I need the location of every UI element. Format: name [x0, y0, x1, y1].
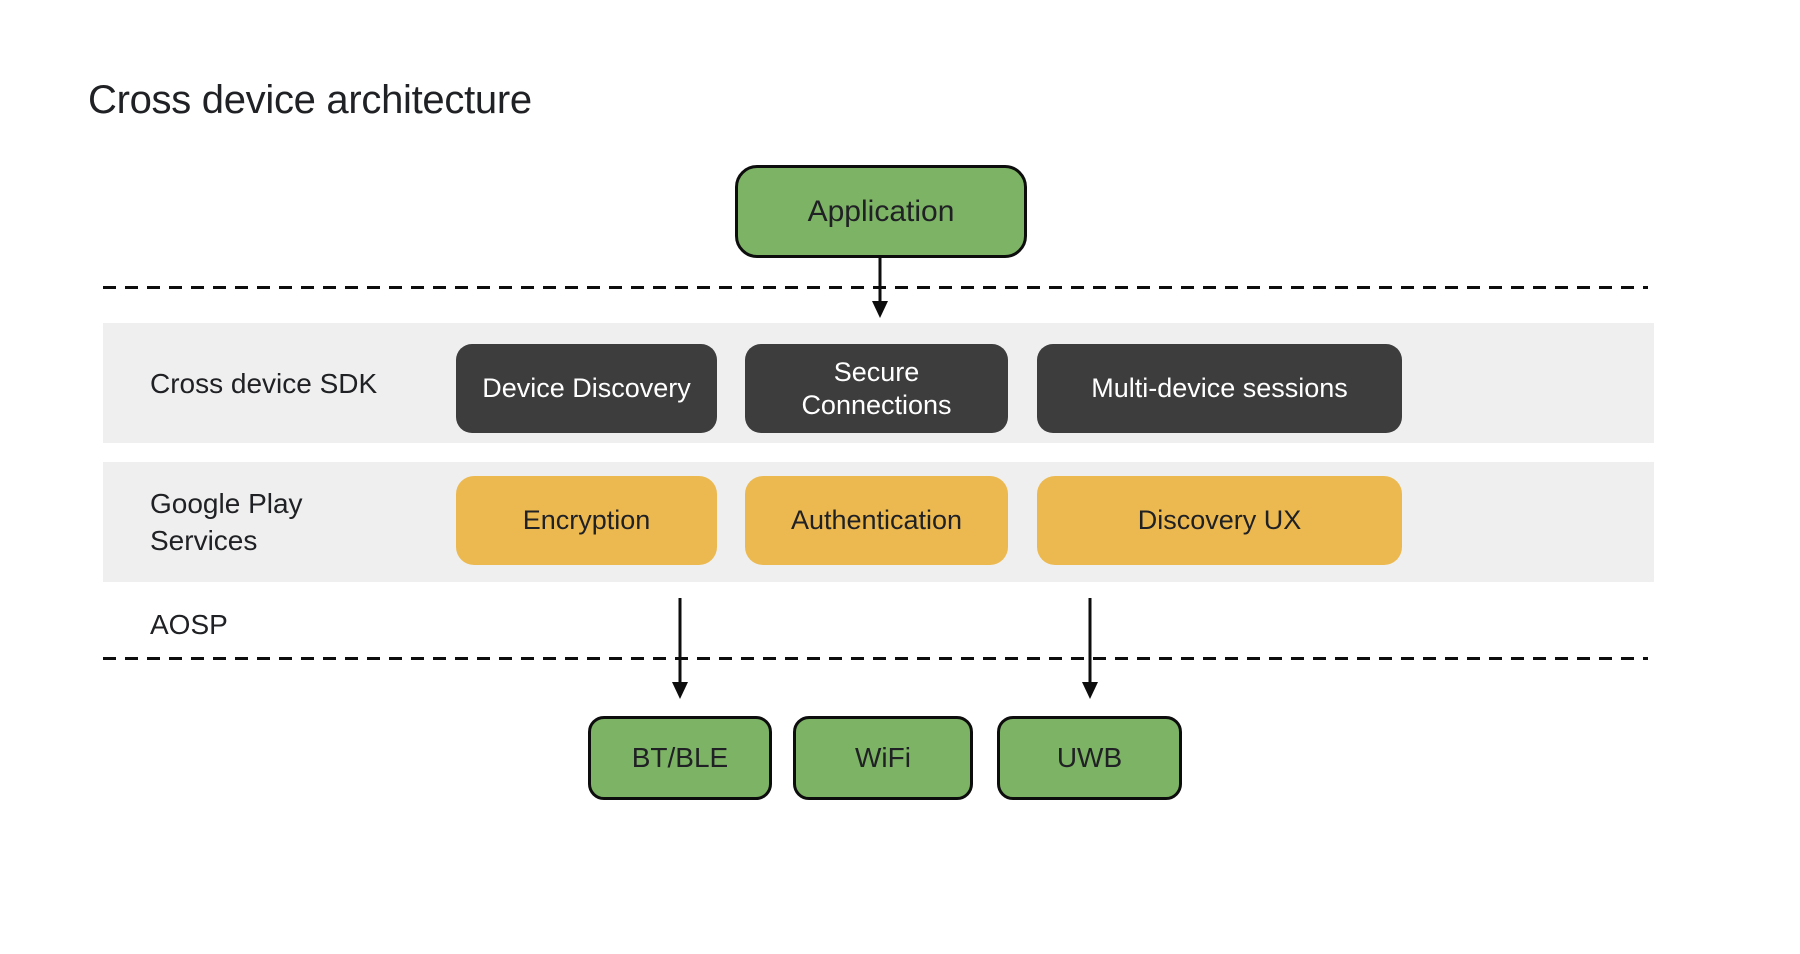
gps-box-discovery-ux: Discovery UX: [1037, 476, 1402, 565]
application-box: Application: [735, 165, 1027, 258]
arrow-application-to-sdk: [872, 258, 888, 318]
sdk-box-multi-device-sessions: Multi-device sessions: [1037, 344, 1402, 433]
layer-band-cross-device-sdk: Cross device SDK Device Discovery Secure…: [103, 323, 1654, 443]
dashed-divider-top: [103, 286, 1648, 289]
layer-band-google-play-services: Google Play Services Encryption Authenti…: [103, 462, 1654, 582]
layer-label-aosp: AOSP: [150, 609, 228, 640]
radio-box-btble: BT/BLE: [588, 716, 772, 800]
arrow-head-icon: [1082, 682, 1098, 699]
arrow-head-icon: [872, 301, 888, 318]
radio-box-wifi: WiFi: [793, 716, 973, 800]
radio-box-uwb: UWB: [997, 716, 1182, 800]
arrow-shaft: [878, 258, 882, 301]
arrow-head-icon: [672, 682, 688, 699]
arrow-to-btble: [672, 598, 688, 699]
page-title: Cross device architecture: [88, 78, 532, 122]
gps-box-authentication: Authentication: [745, 476, 1008, 565]
layer-label-cross-device-sdk: Cross device SDK: [150, 367, 378, 399]
sdk-box-secure-connections: Secure Connections: [745, 344, 1008, 433]
arrow-to-uwb: [1082, 598, 1098, 699]
sdk-box-device-discovery: Device Discovery: [456, 344, 717, 433]
layer-label-google-play-services: Google Play Services: [150, 488, 303, 556]
dashed-divider-bottom: [103, 657, 1648, 660]
arrow-shaft: [678, 598, 682, 682]
gps-box-encryption: Encryption: [456, 476, 717, 565]
arrow-shaft: [1088, 598, 1092, 682]
